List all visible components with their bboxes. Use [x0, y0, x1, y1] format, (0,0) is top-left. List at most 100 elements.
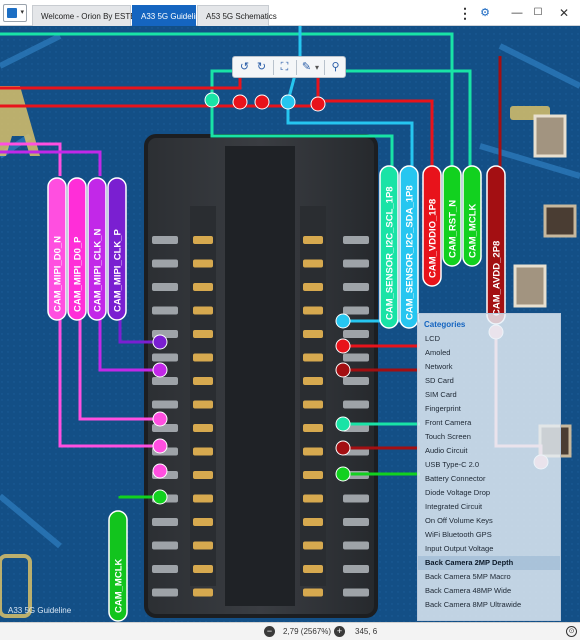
pin-right — [303, 353, 323, 362]
pin-left — [193, 400, 213, 409]
net-wire — [78, 306, 160, 421]
pad-right-outer — [343, 588, 369, 597]
cursor-coordinates: 345, 6 — [355, 627, 378, 636]
category-item[interactable]: USB Type-C 2.0 — [425, 460, 480, 469]
category-item[interactable]: Back Camera 2MP Depth — [418, 556, 560, 570]
pin-right — [303, 259, 323, 268]
minimize-button[interactable]: — — [511, 7, 523, 19]
pin-right — [303, 377, 323, 385]
category-item[interactable]: Input Output Voltage — [425, 544, 494, 553]
search-icon[interactable]: ⚲ — [331, 61, 340, 73]
pin-right — [303, 283, 323, 291]
net-label-pill — [107, 177, 127, 321]
rotate-left-icon[interactable]: ↺ — [239, 61, 250, 73]
pin-right — [303, 400, 323, 409]
net-label[interactable]: CAM_VDDIO_1P8 — [422, 165, 442, 287]
pin-right — [303, 565, 323, 573]
pad-right-outer — [343, 400, 369, 409]
view-toolbar: ↺ ↻ ⛶ ✎ ▾ ⚲ — [232, 56, 346, 78]
category-item[interactable]: Integrated Circuit — [425, 502, 483, 511]
category-item[interactable]: Diode Voltage Drop — [425, 488, 491, 497]
net-wires — [0, 26, 543, 499]
net-label-pill — [399, 165, 419, 329]
pin-right — [303, 424, 323, 432]
zoom-in-button[interactable]: + — [334, 626, 345, 637]
zoom-level: 2,79 (2567%) — [283, 627, 332, 636]
pin-left — [193, 236, 213, 244]
zoom-out-button[interactable]: − — [264, 626, 275, 637]
net-label[interactable]: CAM_MCLK — [108, 510, 128, 622]
pin-left — [193, 283, 213, 291]
highlight-pen-icon[interactable]: ✎ — [301, 61, 312, 73]
tab-a53-schematics[interactable]: A53 5G Schematics — [197, 5, 277, 26]
net-label[interactable]: CAM_MIPI_CLK_N — [87, 177, 107, 321]
gear-icon[interactable]: ⚙ — [480, 7, 490, 19]
net-label[interactable]: CAM_MCLK — [462, 165, 482, 267]
net-wire — [210, 106, 394, 176]
pin-left — [193, 259, 213, 268]
category-item[interactable]: Back Camera 8MP Ultrawide — [425, 600, 522, 609]
category-item[interactable]: Battery Connector — [425, 474, 486, 483]
net-label-text: CAM_SENSOR_I2C_SCL_1P8 — [385, 186, 396, 320]
rotate-right-icon[interactable]: ↻ — [256, 61, 267, 73]
pin-left — [193, 565, 213, 573]
net-label[interactable]: CAM_RST_N — [442, 165, 462, 267]
net-label[interactable]: CAM_MIPI_CLK_P — [107, 177, 127, 321]
net-label-pill — [67, 177, 87, 321]
category-item[interactable]: Back Camera 5MP Macro — [425, 572, 511, 581]
category-item[interactable]: Audio Circuit — [425, 446, 468, 455]
category-item[interactable]: SIM Card — [425, 390, 457, 399]
net-dot — [310, 96, 326, 112]
category-item[interactable]: Fingerprint — [425, 404, 461, 413]
document-name: A33 5G Guideline — [8, 606, 72, 615]
category-item[interactable]: Back Camera 48MP Wide — [425, 586, 512, 595]
pin-left — [193, 447, 213, 456]
pad-right-outer — [343, 518, 369, 526]
category-item[interactable]: WiFi Bluetooth GPS — [425, 530, 492, 539]
category-item[interactable]: Network — [425, 362, 453, 371]
pin-left — [193, 588, 213, 597]
net-wire — [58, 306, 160, 448]
net-label[interactable]: CAM_MIPI_D0_P — [67, 177, 87, 321]
category-item[interactable]: Front Camera — [425, 418, 472, 427]
net-dot — [335, 362, 351, 378]
pin-left — [193, 494, 213, 503]
net-label[interactable]: CAM_AVDD_2P8 — [486, 165, 506, 325]
net-label[interactable]: CAM_SENSOR_I2C_SCL_1P8 — [379, 165, 399, 329]
tab-a33-guideline[interactable]: A33 5G Guideline — [132, 5, 204, 26]
pcb-traces — [0, 33, 580, 549]
net-label[interactable]: CAM_SENSOR_I2C_SDA_1P8 — [399, 165, 419, 329]
pin-left — [193, 306, 213, 315]
pad-right-outer — [343, 353, 369, 362]
toolbar-divider — [324, 60, 325, 75]
category-item[interactable]: On Off Volume Keys — [425, 516, 493, 525]
tab-welcome[interactable]: Welcome - Orion By ESTECH — [32, 5, 147, 26]
pin-right — [303, 447, 323, 456]
close-button[interactable]: ✕ — [558, 6, 570, 20]
net-dot — [152, 362, 168, 378]
pin-right — [303, 518, 323, 526]
pin-left — [193, 330, 213, 338]
fit-screen-icon[interactable]: ⛶ — [280, 61, 289, 73]
category-item[interactable]: LCD — [425, 334, 441, 343]
chevron-down-icon[interactable]: ▾ — [314, 63, 319, 72]
maximize-button[interactable]: ☐ — [533, 7, 543, 18]
category-item[interactable]: Touch Screen — [425, 432, 471, 441]
net-label-pill — [47, 177, 67, 321]
net-label-pill — [87, 177, 107, 321]
category-item[interactable]: Amoled — [425, 348, 451, 357]
net-label-pill — [422, 165, 442, 287]
net-dot — [335, 313, 351, 329]
fit-view-icon[interactable]: ⊙ — [566, 626, 577, 637]
pin-right — [303, 494, 323, 503]
more-options-icon[interactable]: ⋮ — [458, 5, 472, 21]
app-menu-button[interactable]: ▾ — [3, 4, 27, 22]
net-label-text: CAM_MIPI_CLK_N — [93, 228, 104, 312]
net-dot — [335, 338, 351, 354]
net-label[interactable]: CAM_MIPI_D0_N — [47, 177, 67, 321]
category-item[interactable]: SD Card — [425, 376, 454, 385]
net-wire — [0, 150, 102, 176]
pin-left — [193, 377, 213, 385]
